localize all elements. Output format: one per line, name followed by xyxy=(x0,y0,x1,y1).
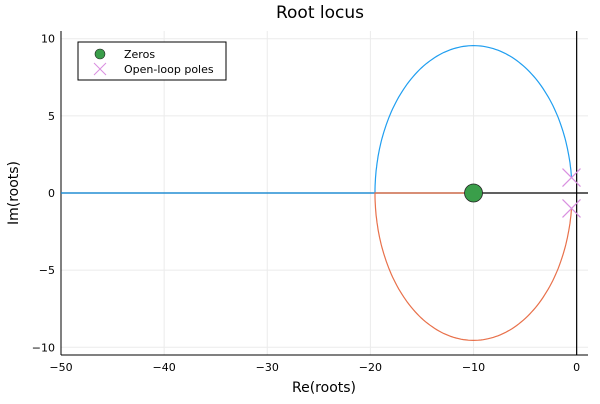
legend-zeros-label: Zeros xyxy=(124,48,155,61)
legend-poles-marker xyxy=(93,62,107,76)
pole-marker xyxy=(562,199,581,218)
legend-zeros-marker xyxy=(94,48,106,60)
locus-branch-upper xyxy=(61,44,573,194)
y-axis-label: Im(roots) xyxy=(6,161,22,225)
legend-poles-label: Open-loop poles xyxy=(124,63,214,76)
locus-branch-lower xyxy=(374,192,573,342)
series xyxy=(61,44,581,342)
x-tick-label: −10 xyxy=(462,361,485,374)
chart-title: Root locus xyxy=(276,3,364,23)
y-tick-label: 10 xyxy=(41,33,55,46)
y-tick-label: 0 xyxy=(48,187,55,200)
x-tick-label: −50 xyxy=(49,361,72,374)
y-tick-label: 5 xyxy=(48,110,55,123)
x-axis-label: Re(roots) xyxy=(292,380,356,396)
x-tick-label: 0 xyxy=(573,361,580,374)
legend-box xyxy=(77,41,227,81)
zero-marker xyxy=(464,183,483,203)
x-tick-label: −20 xyxy=(359,361,382,374)
pole-marker xyxy=(562,168,581,187)
legend: Zeros Open-loop poles xyxy=(77,41,227,81)
y-tick-label: −10 xyxy=(32,341,55,354)
x-tick-label: −30 xyxy=(256,361,279,374)
y-tick-label: −5 xyxy=(39,264,55,277)
x-tick-label: −40 xyxy=(153,361,176,374)
